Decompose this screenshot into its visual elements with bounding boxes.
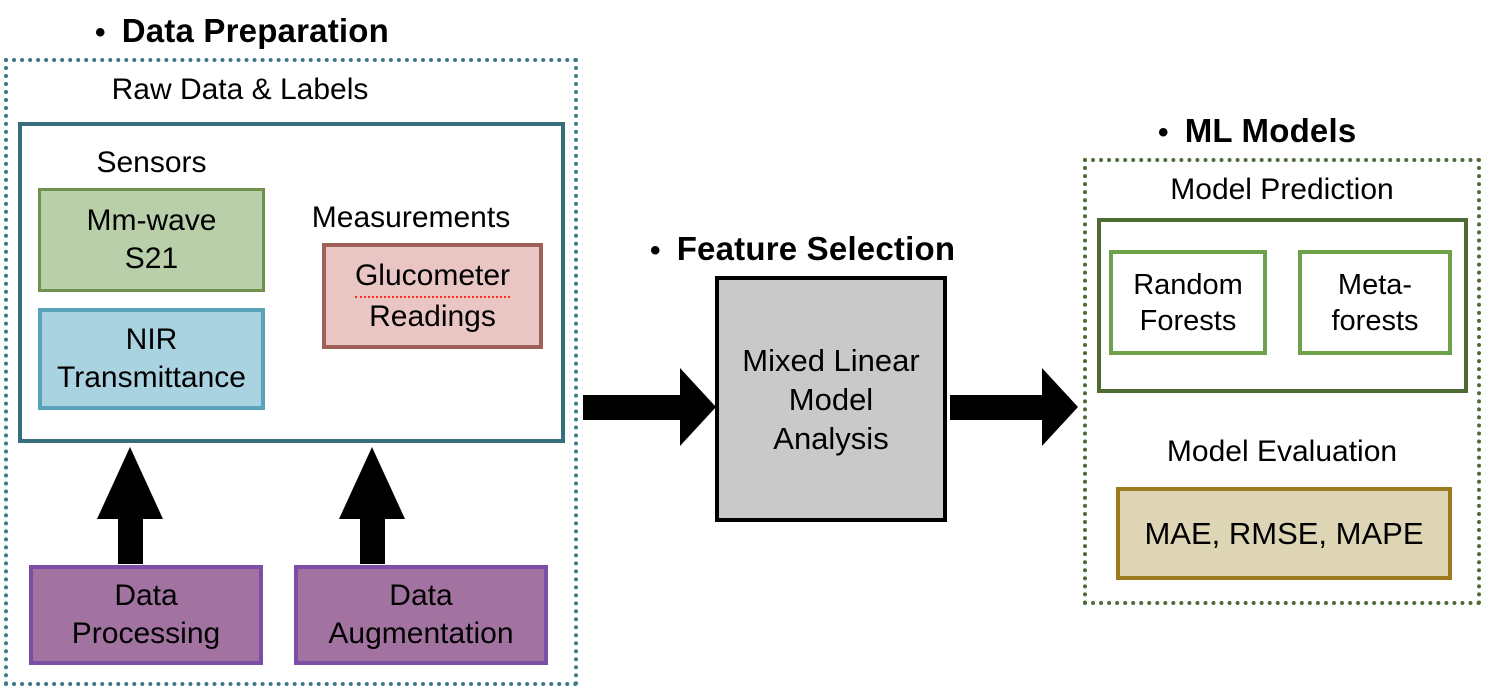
arrow-head (339, 447, 405, 519)
arrow-head (1042, 368, 1078, 446)
metrics-box: MAE, RMSE, MAPE (1116, 487, 1452, 580)
raw-data-labels-title: Raw Data & Labels (111, 73, 369, 106)
arrow-shaft (950, 394, 1043, 420)
ml-models-title-text: ML Models (1184, 112, 1357, 149)
bullet-icon: • (650, 234, 661, 267)
arrow-shaft (583, 394, 681, 420)
data-preparation-title: • Data Preparation (95, 12, 389, 50)
arrow-shaft (117, 518, 143, 564)
sensors-label: Sensors (96, 146, 207, 179)
data-processing-box: Data Processing (29, 565, 263, 665)
glucometer-word: Glucometer (354, 257, 511, 298)
data-augmentation-box: Data Augmentation (294, 565, 548, 665)
arrow-right-to-ml-models-icon (950, 368, 1078, 446)
meta-forests-label: Meta- forests (1331, 268, 1419, 337)
data-processing-label: Data Processing (71, 579, 221, 650)
mixed-linear-model-label: Mixed Linear Model Analysis (742, 342, 920, 456)
random-forests-box: Random Forests (1109, 250, 1267, 355)
glucometer-readings-label: Glucometer Readings (354, 257, 511, 336)
mixed-linear-model-box: Mixed Linear Model Analysis (715, 276, 947, 522)
arrow-shaft (359, 518, 385, 564)
measurements-label: Measurements (311, 201, 511, 234)
mmwave-s21-box: Mm-wave S21 (38, 188, 265, 292)
data-preparation-title-text: Data Preparation (121, 12, 389, 49)
ml-models-title: • ML Models (1158, 112, 1356, 150)
feature-selection-title-text: Feature Selection (676, 230, 956, 267)
bullet-icon: • (1158, 116, 1169, 149)
model-evaluation-label: Model Evaluation (1166, 435, 1398, 468)
bullet-icon: • (95, 16, 106, 49)
glucometer-readings-box: Glucometer Readings (322, 243, 543, 349)
random-forests-label: Random Forests (1133, 268, 1243, 337)
arrow-right-to-feature-selection-icon (583, 368, 716, 446)
model-prediction-label: Model Prediction (1170, 173, 1394, 206)
readings-word: Readings (369, 299, 496, 333)
arrow-head (97, 447, 163, 519)
arrow-up-from-data-augmentation-icon (339, 447, 405, 564)
arrow-up-from-data-processing-icon (97, 447, 163, 564)
metrics-label: MAE, RMSE, MAPE (1144, 515, 1424, 551)
arrow-head (680, 368, 716, 446)
data-augmentation-label: Data Augmentation (328, 579, 514, 650)
meta-forests-box: Meta- forests (1298, 250, 1452, 355)
nir-transmittance-box: NIR Transmittance (38, 308, 265, 410)
mmwave-s21-label: Mm-wave S21 (86, 204, 217, 275)
nir-transmittance-label: NIR Transmittance (57, 323, 246, 394)
feature-selection-title: • Feature Selection (650, 230, 955, 268)
